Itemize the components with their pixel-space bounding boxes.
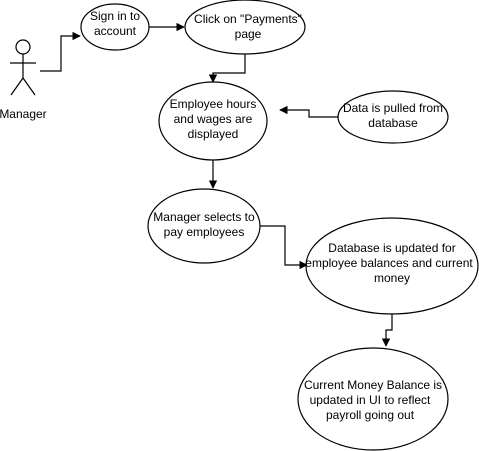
node-db-updated: Database is updated for employee balance… <box>305 217 479 315</box>
node-hours-wages-line-2: and wages are <box>174 112 253 126</box>
node-pay-employees: Manager selects to pay employees <box>147 188 261 264</box>
edge-db-to-balance <box>381 314 393 347</box>
node-db-updated-line-2: employee balances and current <box>305 256 473 270</box>
node-pay-employees-line-1: Manager selects to <box>153 210 255 224</box>
node-sign-in: Sign in to account <box>80 3 150 51</box>
stick-figure-icon <box>10 39 36 96</box>
edge-data-to-hours <box>279 105 338 118</box>
node-hours-wages: Employee hours and wages are displayed <box>158 81 268 161</box>
node-data-pulled-line-2: database <box>368 116 418 130</box>
node-balance-updated-line-3: payroll going out <box>326 408 415 422</box>
node-db-updated-line-3: money <box>374 271 410 285</box>
node-sign-in-line-1: Sign in to <box>90 9 140 23</box>
edge-actor-to-sign-in <box>40 31 81 72</box>
edge-pay-to-db <box>260 225 308 270</box>
node-payments-page-line-1: Click on "Payments" <box>194 12 302 26</box>
node-data-pulled-line-1: Data is pulled from <box>343 101 443 115</box>
node-payments-page: Click on "Payments" page <box>184 0 306 55</box>
node-db-updated-line-1: Database is updated for <box>328 241 455 255</box>
node-payments-page-line-2: page <box>235 27 262 41</box>
node-hours-wages-line-3: displayed <box>188 127 239 141</box>
node-balance-updated-line-1: Current Money Balance is <box>304 378 442 392</box>
node-sign-in-line-2: account <box>94 24 137 38</box>
actor-manager: Manager <box>0 39 47 121</box>
actor-label: Manager <box>0 107 47 121</box>
node-pay-employees-line-2: pay employees <box>164 225 245 239</box>
node-balance-updated: Current Money Balance is updated in UI t… <box>297 347 449 451</box>
node-hours-wages-line-1: Employee hours <box>170 97 257 111</box>
node-data-pulled: Data is pulled from database <box>337 90 449 144</box>
node-balance-updated-line-2: updated in UI to reflect <box>310 393 431 407</box>
edges <box>40 22 393 347</box>
edge-payments-to-hours <box>208 54 246 83</box>
